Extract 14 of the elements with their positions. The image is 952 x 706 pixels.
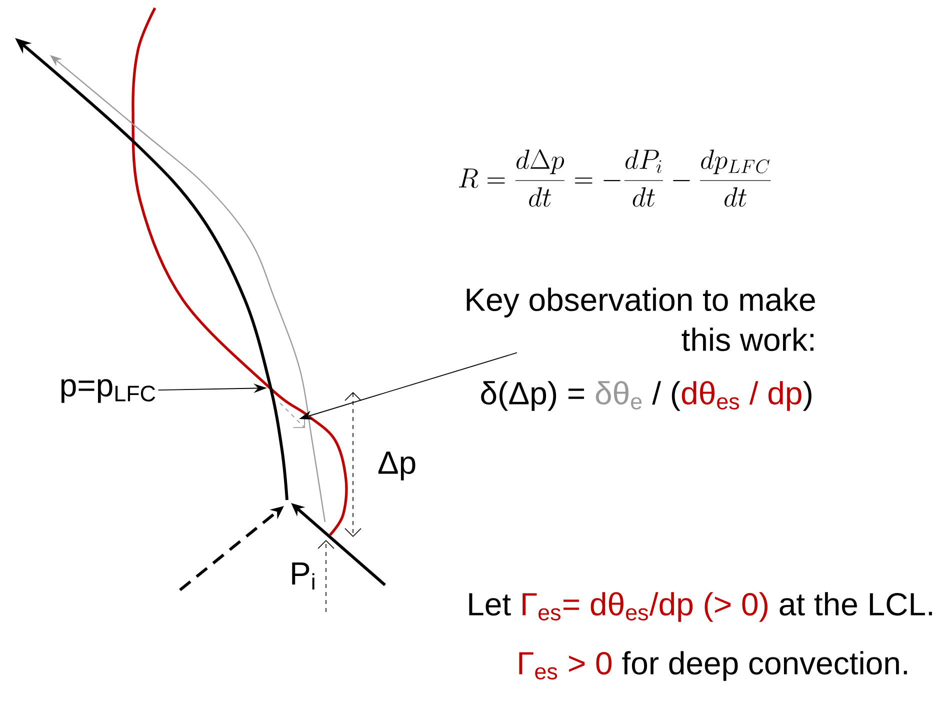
formula: $R = \frac{d\Delta p}{dt} = -\frac{dP_i}{dt} - \frac{dp_{LFC}}{dt}$ (459, 149, 771, 207)
dimension-label: Δp (378, 452, 416, 480)
note-text: Let Γ$_{es}$= dθ$_{es}$/dp (> 0) at the LCL. (469, 592, 932, 622)
label: dθ$_{es}$ / dp (682, 381, 802, 411)
annotation-text: p=p$_{LFC}$ (61, 379, 156, 403)
annotation-text: Key observation to make this work: (466, 288, 815, 352)
label: δθ$_{e}$ (596, 381, 642, 410)
formula-text: δ(Δp) = δθ$_{e}$ / (dθ$_{es}$ / dp) (481, 381, 812, 411)
label: δ(Δp) = (481, 381, 584, 411)
label: ( (672, 381, 680, 411)
label: / (652, 381, 662, 405)
dimension-label: P$_{i}$ (292, 562, 314, 590)
note-text: Γ$_{es}$ > 0 for deep convection. (519, 651, 907, 681)
label: ) (802, 381, 812, 411)
